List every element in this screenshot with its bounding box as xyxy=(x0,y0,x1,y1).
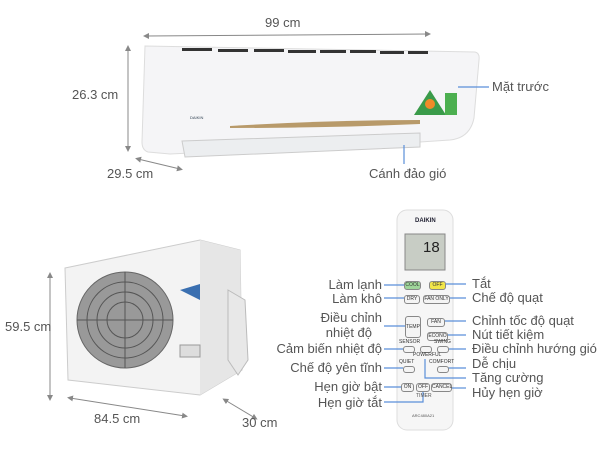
label-off: Tắt xyxy=(472,276,491,291)
powerful-button[interactable]: POWERFUL xyxy=(413,352,442,358)
powerful-button-key[interactable] xyxy=(420,346,432,353)
label-timer-off: Hẹn giờ tắt xyxy=(317,395,382,410)
econo-button[interactable]: ECONO xyxy=(427,332,448,341)
indoor-depth-label: 29.5 cm xyxy=(107,166,154,181)
cool-button[interactable]: COOL xyxy=(404,281,421,290)
fan-only-button[interactable]: FAN ONLY xyxy=(423,295,450,304)
timer-label: TIMER xyxy=(416,393,432,399)
label-quiet: Chế độ yên tĩnh xyxy=(290,360,382,375)
timer-cancel-button[interactable]: CANCEL xyxy=(431,383,453,392)
label-cool: Làm lạnh xyxy=(328,277,382,292)
sensor-button[interactable]: SENSOR xyxy=(399,339,421,345)
remote-brand-logo: DAIKIN xyxy=(415,218,436,224)
louver-label: Cánh đảo gió xyxy=(369,166,447,181)
outdoor-height-label: 59.5 cm xyxy=(5,319,52,334)
front-panel-label: Mặt trước xyxy=(492,79,549,94)
indoor-width-label: 99 cm xyxy=(265,15,301,30)
outdoor-depth-label: 30 cm xyxy=(242,415,278,430)
swing-button[interactable]: SWING xyxy=(434,339,451,345)
comfort-button-key[interactable] xyxy=(437,366,449,373)
label-swing: Điều chỉnh hướng gió xyxy=(472,341,597,356)
label-temp-adjust-2: nhiệt độ xyxy=(325,325,372,340)
label-sensor: Cảm biến nhiệt độ xyxy=(276,341,382,356)
fan-button[interactable]: FAN xyxy=(427,318,445,327)
label-fan-only: Chế độ quạt xyxy=(472,290,543,305)
label-comfort: Dễ chịu xyxy=(472,356,517,371)
indoor-height-label: 26.3 cm xyxy=(72,87,119,102)
label-timer-on: Hẹn giờ bật xyxy=(314,379,382,394)
indoor-unit: DAIKIN xyxy=(141,45,480,158)
label-fan-speed: Chỉnh tốc độ quạt xyxy=(472,313,574,328)
remote-display-temp: 18 xyxy=(423,239,440,256)
dry-button[interactable]: DRY xyxy=(404,295,420,304)
label-econo: Nút tiết kiệm xyxy=(472,327,545,342)
label-temp-adjust-1: Điều chỉnh xyxy=(320,310,382,325)
temp-button[interactable]: TEMP xyxy=(405,316,421,338)
outdoor-unit xyxy=(64,239,249,396)
swing-button-key[interactable] xyxy=(437,346,449,353)
off-button[interactable]: OFF xyxy=(429,281,446,290)
label-timer-cancel: Hủy hẹn giờ xyxy=(472,385,543,400)
quiet-button[interactable]: QUIET xyxy=(399,359,415,365)
label-powerful: Tăng cường xyxy=(472,370,544,385)
quiet-button-key[interactable] xyxy=(403,366,415,373)
callout-lines xyxy=(403,86,489,164)
label-dry: Làm khô xyxy=(332,291,382,306)
remote-model: ARC480A21 xyxy=(412,413,435,418)
timer-on-button[interactable]: ON xyxy=(401,383,414,392)
remote-callout-lines xyxy=(384,283,466,403)
indoor-brand-logo: DAIKIN xyxy=(190,115,203,120)
outdoor-width-label: 84.5 cm xyxy=(94,411,141,426)
timer-off-button[interactable]: OFF xyxy=(416,383,430,392)
sensor-button-key[interactable] xyxy=(403,346,415,353)
dimension-arrows xyxy=(47,31,431,420)
comfort-button[interactable]: COMFORT xyxy=(429,359,455,365)
remote-body xyxy=(396,209,454,431)
